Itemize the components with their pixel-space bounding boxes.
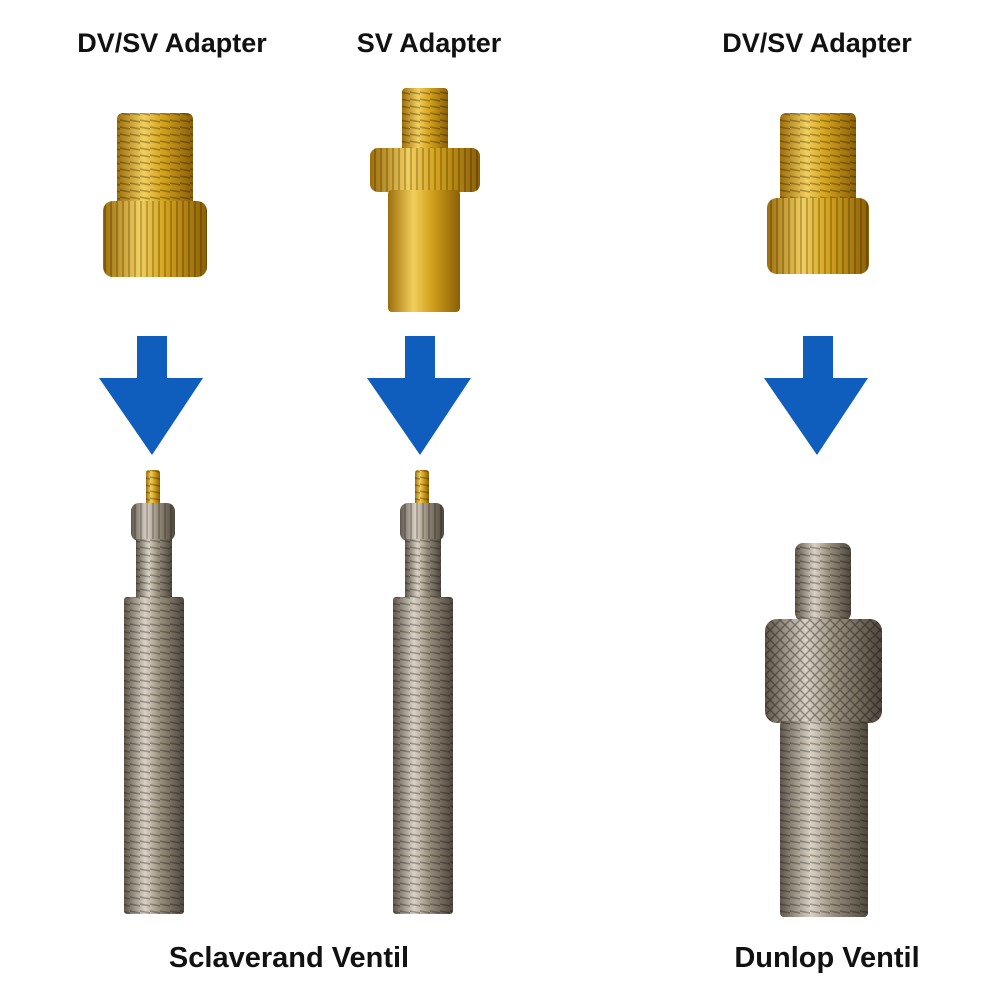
down-arrow-icon	[367, 336, 471, 455]
down-arrow-icon	[99, 336, 203, 455]
dv-sv-adapter-right-label: DV/SV Adapter	[722, 28, 912, 58]
sclaverand-ventil-label: Sclaverand Ventil	[168, 942, 410, 974]
sv-adapter-label: SV Adapter	[356, 28, 502, 58]
down-arrow-icon	[764, 336, 868, 455]
dunlop-valve	[765, 543, 882, 917]
dv-sv-adapter-left-label: DV/SV Adapter	[77, 28, 267, 58]
sclaverand-valve-middle	[393, 470, 453, 914]
dv-sv-adapter-left	[103, 113, 207, 277]
dv-sv-adapter-right	[767, 113, 869, 274]
sv-adapter	[370, 88, 480, 312]
dunlop-ventil-label: Dunlop Ventil	[734, 942, 920, 974]
sclaverand-valve-left	[124, 470, 184, 914]
